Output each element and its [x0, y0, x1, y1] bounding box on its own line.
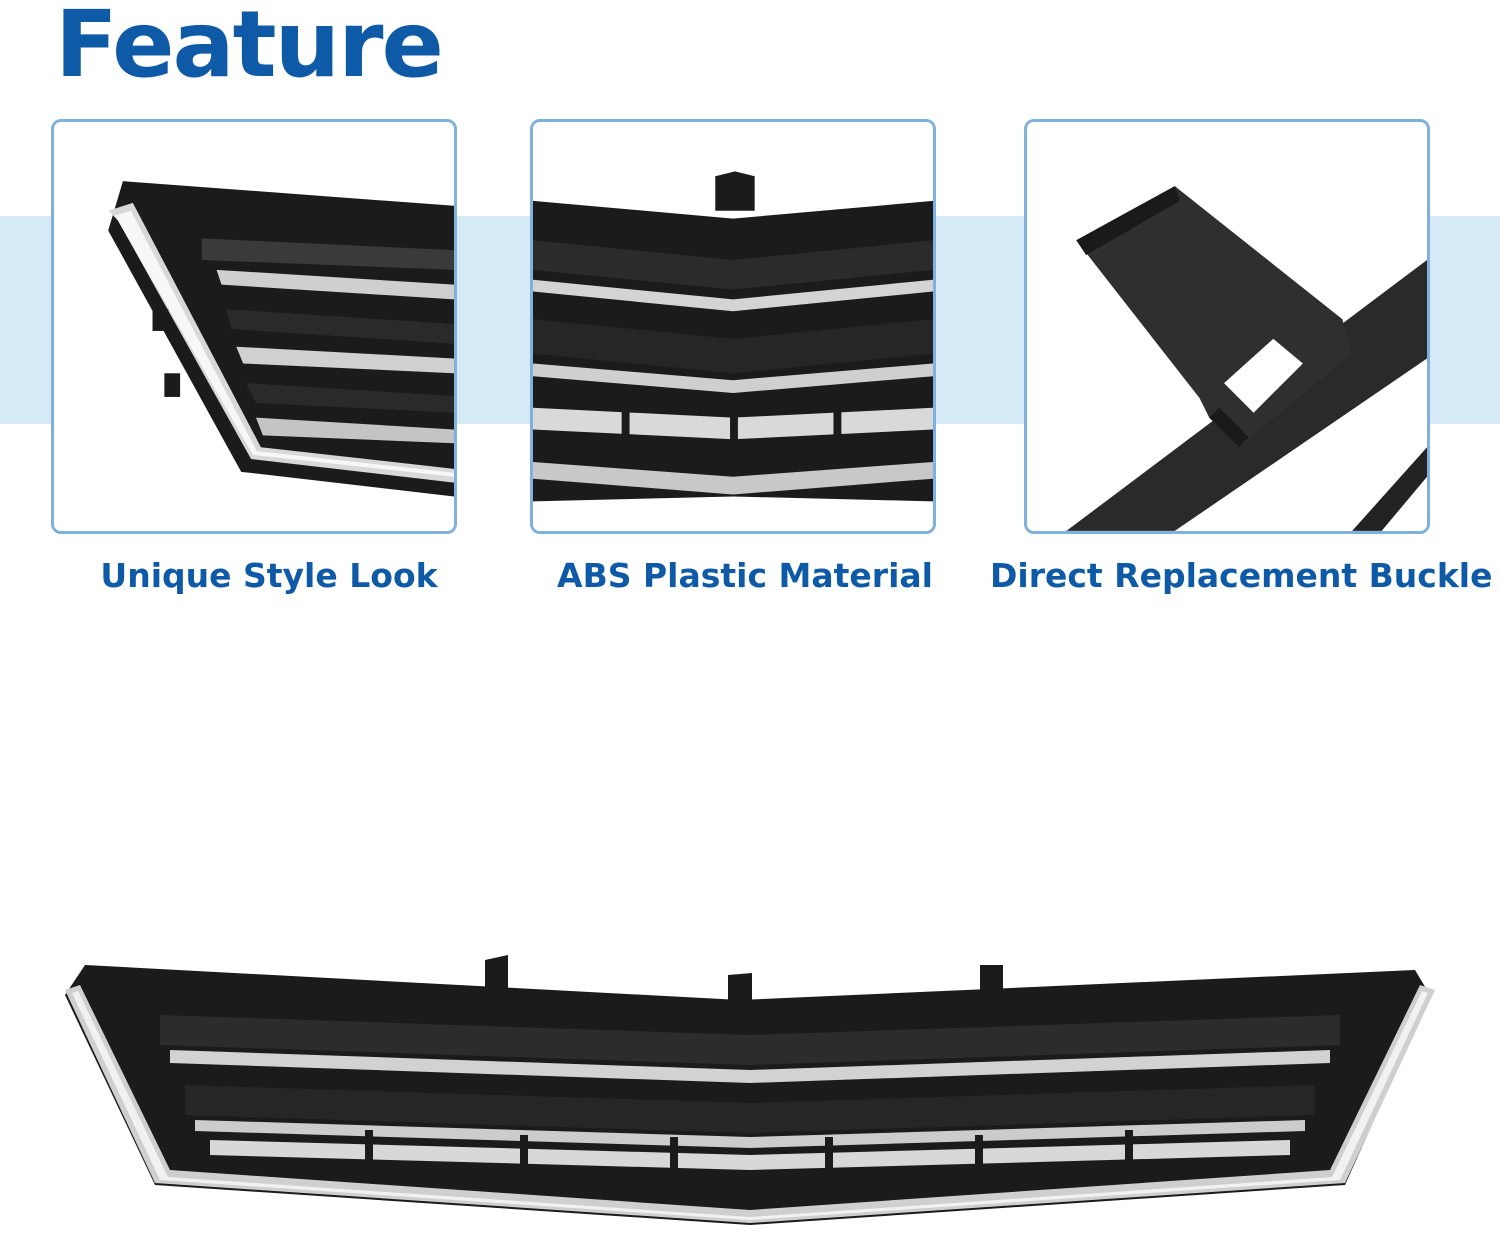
- caption-unique-style: Unique Style Look: [100, 556, 438, 595]
- page-title: Feature: [55, 0, 444, 98]
- feature-card-style: [51, 119, 457, 534]
- feature-card-material: [530, 119, 936, 534]
- grille-product-photo: [65, 955, 1435, 1225]
- grille-corner-photo: [54, 122, 454, 531]
- feature-card-buckle: [1024, 119, 1430, 534]
- caption-abs-plastic: ABS Plastic Material: [557, 556, 933, 595]
- buckle-closeup-photo: [1027, 122, 1427, 531]
- grille-center-photo: [533, 122, 933, 531]
- caption-direct-replacement: Direct Replacement Buckle: [990, 556, 1493, 595]
